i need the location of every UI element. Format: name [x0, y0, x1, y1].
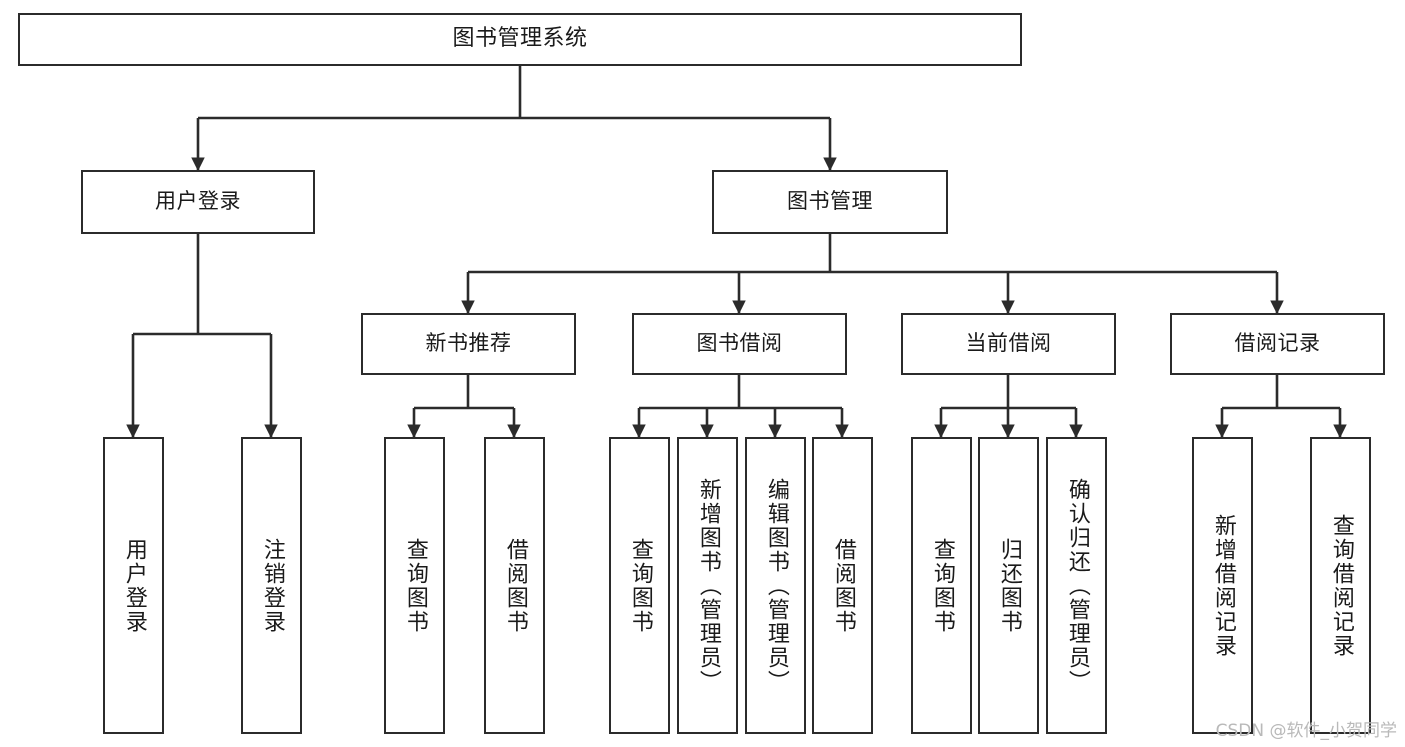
node-borrow-record[interactable]: 借阅记录	[1170, 313, 1385, 375]
node-leaf-user-login-label: 用户登录	[121, 537, 147, 634]
node-book-borrow-label: 图书借阅	[696, 331, 783, 356]
node-new-book-recommend[interactable]: 新书推荐	[361, 313, 576, 375]
node-leaf-return-book[interactable]: 归还图书	[978, 437, 1039, 734]
node-leaf-query-book-3-label: 查询图书	[929, 537, 955, 634]
node-leaf-edit-book-label: 编辑图书（管理员）	[763, 477, 789, 694]
node-book-manage-label: 图书管理	[787, 189, 873, 214]
node-leaf-query-record[interactable]: 查询借阅记录	[1310, 437, 1371, 734]
node-leaf-borrow-book-2[interactable]: 借阅图书	[812, 437, 873, 734]
node-leaf-return-book-label: 归还图书	[996, 537, 1022, 634]
node-leaf-logout[interactable]: 注销登录	[241, 437, 302, 734]
node-root-label: 图书管理系统	[452, 26, 588, 52]
node-borrow-record-label: 借阅记录	[1234, 331, 1321, 356]
node-leaf-user-login[interactable]: 用户登录	[103, 437, 164, 734]
node-leaf-borrow-book-1-label: 借阅图书	[502, 537, 528, 634]
node-leaf-query-book-3[interactable]: 查询图书	[911, 437, 972, 734]
node-leaf-borrow-book-1[interactable]: 借阅图书	[484, 437, 545, 734]
node-new-book-recommend-label: 新书推荐	[425, 331, 512, 356]
node-leaf-confirm-return-label: 确认归还（管理员）	[1064, 477, 1090, 694]
node-leaf-query-record-label: 查询借阅记录	[1328, 513, 1354, 658]
csdn-watermark: CSDN @软件_小贺同学	[1215, 721, 1397, 741]
node-leaf-add-book-label: 新增图书（管理员）	[695, 477, 721, 694]
node-user-login[interactable]: 用户登录	[81, 170, 315, 234]
node-book-manage[interactable]: 图书管理	[712, 170, 948, 234]
node-leaf-edit-book[interactable]: 编辑图书（管理员）	[745, 437, 806, 734]
node-current-borrow-label: 当前借阅	[965, 331, 1052, 356]
node-leaf-add-record[interactable]: 新增借阅记录	[1192, 437, 1253, 734]
node-root[interactable]: 图书管理系统	[18, 13, 1022, 66]
node-leaf-query-book-1-label: 查询图书	[402, 537, 428, 634]
node-leaf-query-book-2[interactable]: 查询图书	[609, 437, 670, 734]
node-current-borrow[interactable]: 当前借阅	[901, 313, 1116, 375]
node-leaf-confirm-return[interactable]: 确认归还（管理员）	[1046, 437, 1107, 734]
node-book-borrow[interactable]: 图书借阅	[632, 313, 847, 375]
node-leaf-borrow-book-2-label: 借阅图书	[830, 537, 856, 634]
node-leaf-query-book-2-label: 查询图书	[627, 537, 653, 634]
node-leaf-logout-label: 注销登录	[259, 537, 285, 634]
node-leaf-add-record-label: 新增借阅记录	[1210, 513, 1236, 658]
node-leaf-add-book[interactable]: 新增图书（管理员）	[677, 437, 738, 734]
node-leaf-query-book-1[interactable]: 查询图书	[384, 437, 445, 734]
node-user-login-label: 用户登录	[155, 189, 241, 214]
